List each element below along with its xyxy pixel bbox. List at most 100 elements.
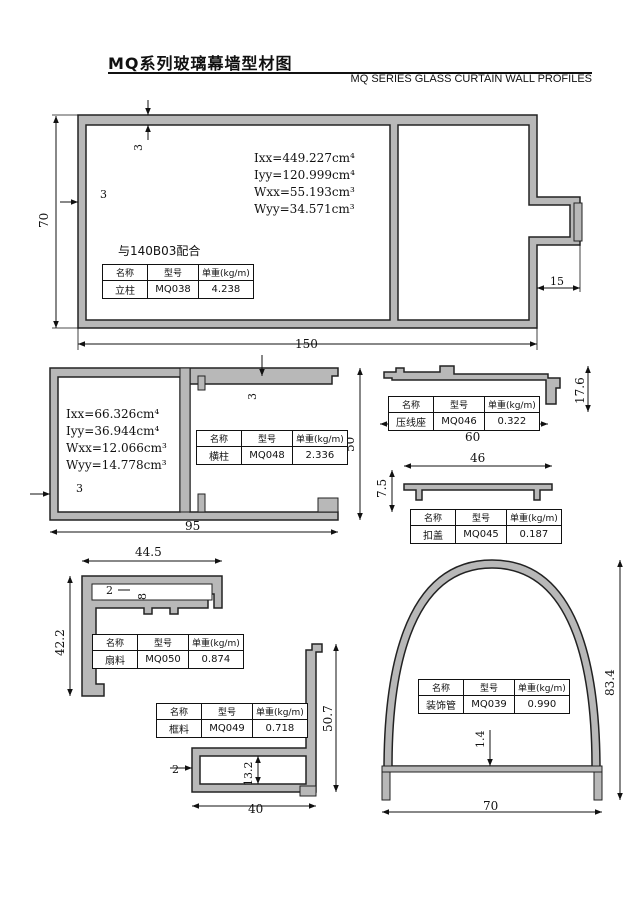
- spec-header-name: 名称: [102, 264, 148, 281]
- mq046-dim-width: 60: [465, 430, 480, 444]
- mq048-dim-width: 95: [185, 519, 200, 533]
- spec-header-model: 型号: [147, 264, 199, 281]
- mq049-dim-width: 40: [248, 802, 263, 816]
- mq048-dim-wall-top: 3: [246, 393, 259, 400]
- mq048-web: [179, 367, 191, 513]
- mq038-dim-width: 150: [295, 337, 318, 351]
- page-title: MQ系列玻璃幕墙型材图: [108, 54, 293, 73]
- mq039-model: MQ039: [463, 695, 515, 714]
- mq045-weight: 0.187: [506, 525, 562, 544]
- mq049-weight: 0.718: [252, 719, 308, 738]
- spec-header-model: 型号: [137, 634, 189, 651]
- mq039-weight: 0.990: [514, 695, 570, 714]
- mq050-weight: 0.874: [188, 650, 244, 669]
- spec-header-model: 型号: [433, 396, 485, 413]
- mq048-model: MQ048: [241, 446, 293, 465]
- spec-header-model: 型号: [463, 679, 515, 696]
- mq048-name: 横柱: [196, 446, 242, 465]
- mq039-dim-width: 70: [483, 799, 498, 813]
- mq048-lip: [317, 497, 339, 513]
- mq039-outer-shell: [383, 559, 601, 771]
- mq048-clip-bottom: [197, 493, 206, 513]
- mq038-model: MQ038: [147, 280, 199, 299]
- spec-header-name: 名称: [196, 430, 242, 447]
- mq048-dim-wall: 3: [76, 482, 83, 495]
- mq048-wyy: Wyy=14.778cm³: [66, 458, 167, 472]
- spec-header-model: 型号: [241, 430, 293, 447]
- mq046-weight: 0.322: [484, 412, 540, 431]
- mq046-model: MQ046: [433, 412, 485, 431]
- mq038-dim-wall-top: 3: [132, 144, 145, 151]
- spec-header-weight: 单重(kg/m): [506, 509, 562, 526]
- mq049-dim-height: 50.7: [321, 705, 335, 732]
- mq048-iyy: Iyy=36.944cm⁴: [66, 424, 160, 438]
- title-rule: [108, 72, 592, 74]
- mq048-weight: 2.336: [292, 446, 348, 465]
- spec-header-weight: 单重(kg/m): [188, 634, 244, 651]
- profile-mq045: 46 7.5: [375, 451, 553, 512]
- mq049-model: MQ049: [201, 719, 253, 738]
- mq049-dim-wall: 2: [172, 763, 179, 776]
- mq039-legs: [381, 771, 603, 801]
- mq038-iyy: Iyy=120.999cm⁴: [254, 168, 355, 182]
- mq038-dim-tongue: 15: [550, 275, 564, 288]
- profile-mq039: 70 83.4 1.4: [381, 559, 623, 815]
- mq050-model: MQ050: [137, 650, 189, 669]
- mq045-name: 扣盖: [410, 525, 456, 544]
- mq038-dim-height: 70: [37, 213, 51, 228]
- spec-header-weight: 单重(kg/m): [484, 396, 540, 413]
- profile-mq049: 40 50.7 2 13.2: [170, 643, 339, 816]
- mq050-dim-slot: 8: [136, 593, 149, 600]
- mq038-note: 与140B03配合: [118, 244, 201, 258]
- mq050-section: [81, 575, 223, 697]
- mq039-crossbar: [381, 765, 603, 773]
- spec-header-weight: 单重(kg/m): [514, 679, 570, 696]
- mq038-wxx: Wxx=55.193cm³: [254, 185, 355, 199]
- mq046-section: [383, 365, 561, 405]
- profile-mq048: 50 95 3 3: [30, 355, 363, 535]
- mq050-dim-wall: 2: [106, 584, 113, 597]
- mq038-section-properties: Ixx=449.227cm⁴ Iyy=120.999cm⁴ Wxx=55.193…: [254, 150, 355, 218]
- mq038-weight: 4.238: [198, 280, 254, 299]
- mq038-tongue-lip: [573, 202, 583, 242]
- spec-header-weight: 单重(kg/m): [292, 430, 348, 447]
- mq048-wxx: Wxx=12.066cm³: [66, 441, 167, 455]
- mq048-clip-top: [197, 375, 206, 391]
- profile-mq050: 44.5 42.2 2 8: [53, 545, 223, 697]
- mq049-dim-tube: 13.2: [242, 762, 255, 787]
- mq038-dim-wall: 3: [100, 188, 107, 201]
- mq049-name: 框料: [156, 719, 202, 738]
- mq050-dim-height: 42.2: [53, 629, 67, 656]
- mq045-dim-width: 46: [470, 451, 485, 465]
- mq045-dim-height: 7.5: [375, 479, 389, 498]
- mq039-name: 装饰管: [418, 695, 464, 714]
- mq050-name: 扇料: [92, 650, 138, 669]
- mq048-section-properties: Ixx=66.326cm⁴ Iyy=36.944cm⁴ Wxx=12.066cm…: [66, 406, 167, 474]
- mq049-section: [191, 643, 323, 793]
- mq045-section: [403, 483, 553, 501]
- spec-header-weight: 单重(kg/m): [198, 264, 254, 281]
- page-subtitle: MQ SERIES GLASS CURTAIN WALL PROFILES: [350, 73, 592, 85]
- spec-header-name: 名称: [388, 396, 434, 413]
- profile-mq038: 70 150 3 3 15: [37, 100, 583, 351]
- mq046-dim-height: 17.6: [573, 377, 587, 404]
- mq049-foot: [299, 785, 317, 797]
- mq038-wyy: Wyy=34.571cm³: [254, 202, 355, 216]
- spec-header-name: 名称: [418, 679, 464, 696]
- spec-header-name: 名称: [156, 703, 202, 720]
- mq050-dim-width: 44.5: [135, 545, 162, 559]
- spec-header-name: 名称: [410, 509, 456, 526]
- mq039-dim-height: 83.4: [603, 669, 617, 696]
- mq038-name: 立柱: [102, 280, 148, 299]
- mq038-ixx: Ixx=449.227cm⁴: [254, 151, 355, 165]
- mq050-hollow: [91, 583, 213, 601]
